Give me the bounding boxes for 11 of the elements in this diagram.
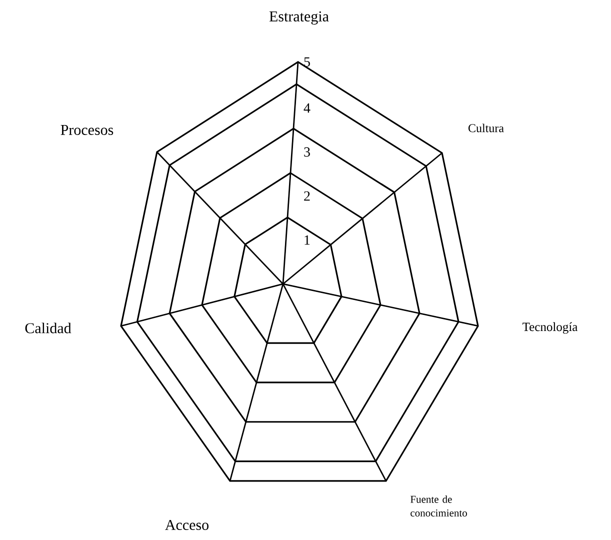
tick-label: 4 bbox=[304, 103, 310, 113]
axis-label: Cultura bbox=[468, 124, 504, 132]
tick-label: 2 bbox=[304, 191, 310, 201]
axis-label: Acceso bbox=[165, 520, 208, 530]
axis-label: Fuente de conocimiento bbox=[410, 495, 467, 516]
axis-label: Tecnología bbox=[522, 322, 578, 334]
tick-label: 1 bbox=[304, 235, 310, 245]
axis-label: Procesos bbox=[60, 125, 114, 135]
axis-label: Calidad bbox=[25, 322, 72, 334]
tick-label: 3 bbox=[304, 147, 310, 157]
axis-label: Estrategia bbox=[269, 11, 329, 25]
